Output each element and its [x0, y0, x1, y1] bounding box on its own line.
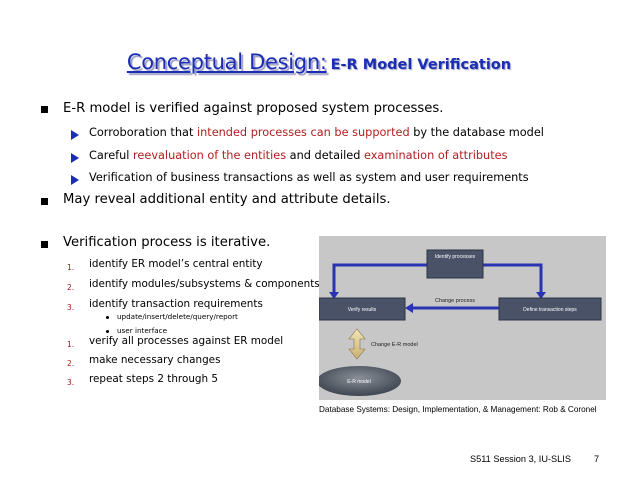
diagram-caption: Database Systems: Design, Implementation…: [319, 405, 597, 414]
verify-results-box: [318, 297, 406, 321]
dot-bullet-icon: [106, 330, 109, 333]
step-number: 1.: [67, 340, 75, 349]
top-loop-arrow: [332, 263, 543, 294]
text-run: by the database model: [409, 126, 544, 139]
highlighted-text: examination of attributes: [364, 149, 508, 162]
text-run: Careful: [89, 149, 134, 162]
page-number: 7: [594, 454, 600, 464]
triangle-bullet-icon: [71, 130, 79, 140]
step-text: repeat steps 2 through 5: [89, 373, 219, 385]
sub-point: update/insert/delete/query/report: [117, 312, 238, 321]
arrow-head: [536, 292, 546, 299]
text-run: and detailed: [286, 149, 364, 162]
text-run: Verification of business transactions as…: [89, 171, 529, 184]
step-text: identify transaction requirements: [89, 298, 263, 310]
dot-bullet-icon: [106, 316, 109, 319]
step-text: identify modules/subsystems & components: [89, 278, 320, 290]
step-number: 2.: [67, 359, 75, 368]
verification-process-diagram: Identify processes Verify results Define…: [317, 236, 606, 400]
step-number: 1.: [67, 263, 75, 272]
step-number: 3.: [67, 378, 75, 387]
identify-processes-box: [426, 249, 484, 279]
step-text: make necessary changes: [89, 354, 221, 366]
sub-bullet-1: Corroboration that intended processes ca…: [89, 126, 544, 139]
bullet-square-icon: [41, 241, 48, 248]
change-process-label: Change process: [435, 298, 475, 304]
define-transaction-steps-box: [498, 297, 602, 321]
bullet-square-icon: [41, 198, 48, 205]
highlighted-text: reevaluation of the entities: [133, 149, 287, 162]
title-main: Conceptual Design:: [126, 50, 327, 74]
up-down-arrow-icon: [348, 328, 366, 360]
highlighted-text: intended processes can be supported: [196, 126, 410, 139]
er-model-ellipse: [317, 366, 401, 396]
step-text: verify all processes against ER model: [89, 335, 284, 347]
sub-bullet-3: Verification of business transactions as…: [89, 171, 529, 184]
change-er-model-label: Change E-R model: [371, 342, 418, 348]
diagram-graphic: Identify processes Verify results Define…: [317, 249, 602, 396]
sub-point: user interface: [117, 326, 168, 335]
define-transaction-steps-label: Define transaction steps: [523, 307, 577, 313]
title-sub: E-R Model Verification: [330, 57, 512, 73]
step-text: identify ER model’s central entity: [89, 258, 263, 270]
slide-title: Conceptual Design:E-R Model Verification: [0, 50, 638, 74]
bullet-text: E-R model is verified against proposed s…: [63, 101, 444, 116]
verify-results-label: Verify results: [348, 307, 377, 313]
arrow-head: [405, 303, 413, 313]
footer-session: S511 Session 3, IU-SLIS: [470, 454, 571, 464]
bullet-text: Verification process is iterative.: [63, 235, 271, 250]
bullet-text: May reveal additional entity and attribu…: [63, 192, 391, 207]
sub-bullet-2: Careful reevaluation of the entities and…: [89, 149, 507, 162]
step-number: 3.: [67, 303, 75, 312]
text-run: Corroboration that: [89, 126, 197, 139]
er-model-label: E-R model: [347, 379, 371, 385]
triangle-bullet-icon: [71, 153, 79, 163]
arrow-head: [329, 292, 339, 299]
triangle-bullet-icon: [71, 175, 79, 185]
identify-processes-label: Identify processes: [435, 254, 476, 260]
bullet-square-icon: [41, 106, 48, 113]
step-number: 2.: [67, 283, 75, 292]
